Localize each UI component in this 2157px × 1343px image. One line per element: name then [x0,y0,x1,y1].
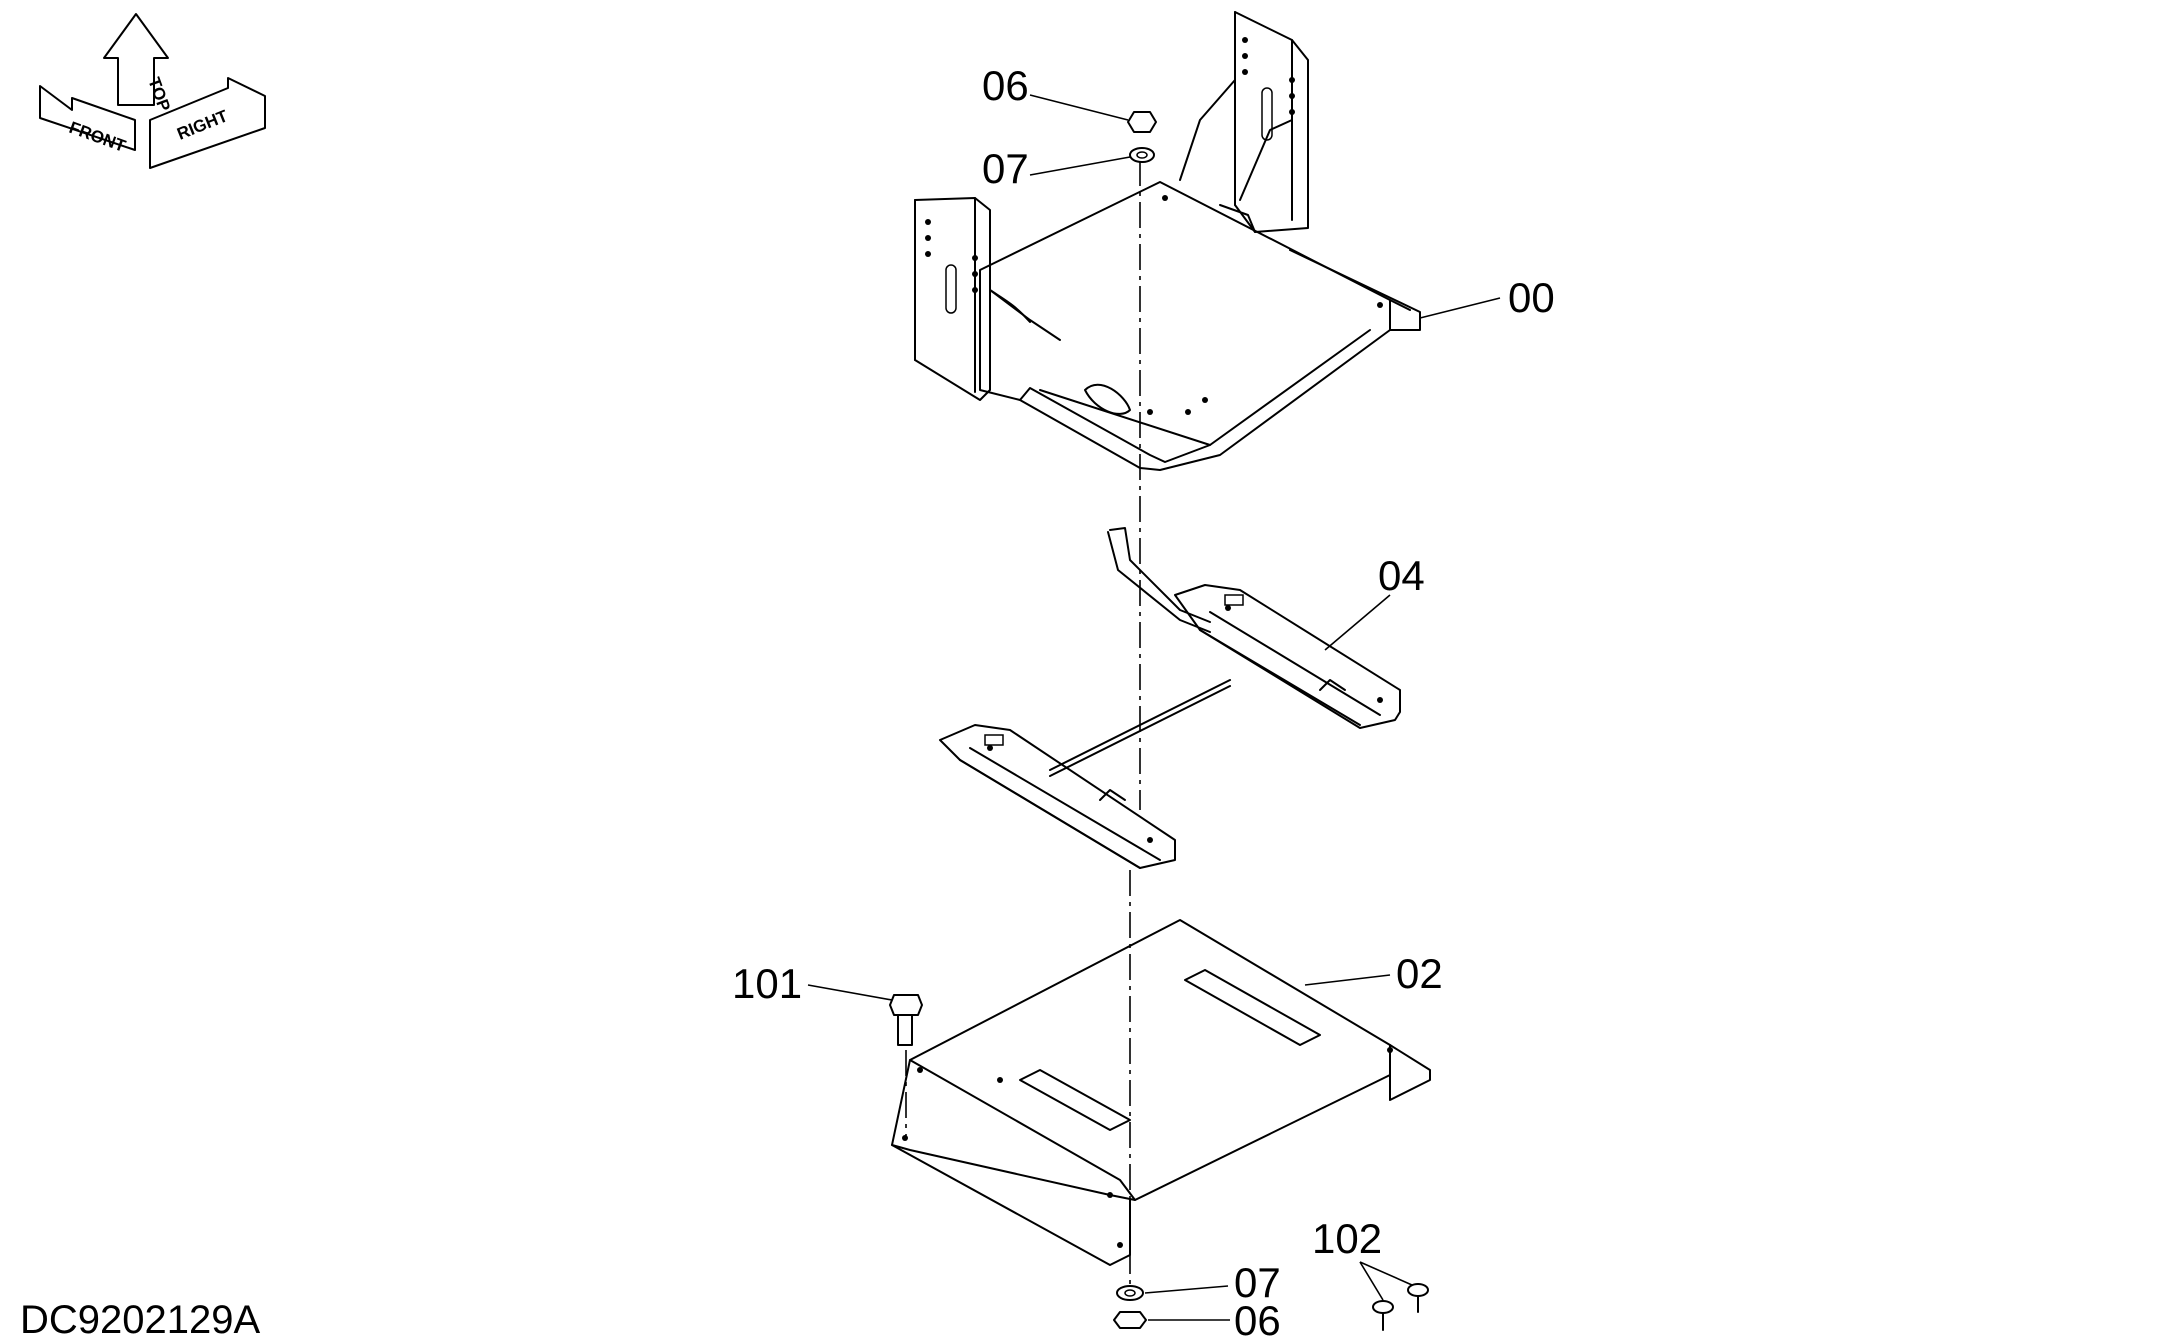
right-arrow-icon [149,77,266,169]
callout-101: 101 [732,960,802,1007]
washer-07-bottom-icon [1116,1285,1144,1301]
bolt-101-icon [889,994,923,1046]
leader-102-b [1359,1261,1413,1286]
callout-07-bottom: 07 [1234,1259,1281,1306]
callout-06-top: 06 [982,62,1029,109]
callout-06-bottom: 06 [1234,1297,1281,1343]
nut-06-top-icon [1127,111,1157,133]
part-00-seat-bracket [914,11,1421,471]
callout-102: 102 [1312,1215,1382,1262]
callout-04: 04 [1378,552,1425,599]
leader-07-top [1029,156,1131,176]
leader-00 [1419,297,1501,319]
washer-07-top-icon [1129,147,1155,163]
callout-02: 02 [1396,950,1443,997]
callout-00: 00 [1508,274,1555,321]
leader-102-a [1359,1261,1384,1301]
leader-101 [807,984,893,1001]
screw-102-icon [1372,1283,1429,1331]
drawing-id: DC9202129A [20,1298,260,1342]
orientation-symbol: FRONT TOP RIGHT [39,13,266,169]
part-04-slide-rails [939,527,1401,869]
leader-02 [1304,974,1391,986]
part-02-base-plate [891,919,1431,1266]
leader-06-top [1029,94,1129,121]
leader-07-bottom [1144,1285,1229,1294]
leader-04 [1324,594,1391,651]
top-arrow-icon [103,13,169,106]
callout-07-top: 07 [982,145,1029,192]
front-arrow-icon [39,85,136,151]
nut-06-bottom-icon [1113,1311,1147,1329]
